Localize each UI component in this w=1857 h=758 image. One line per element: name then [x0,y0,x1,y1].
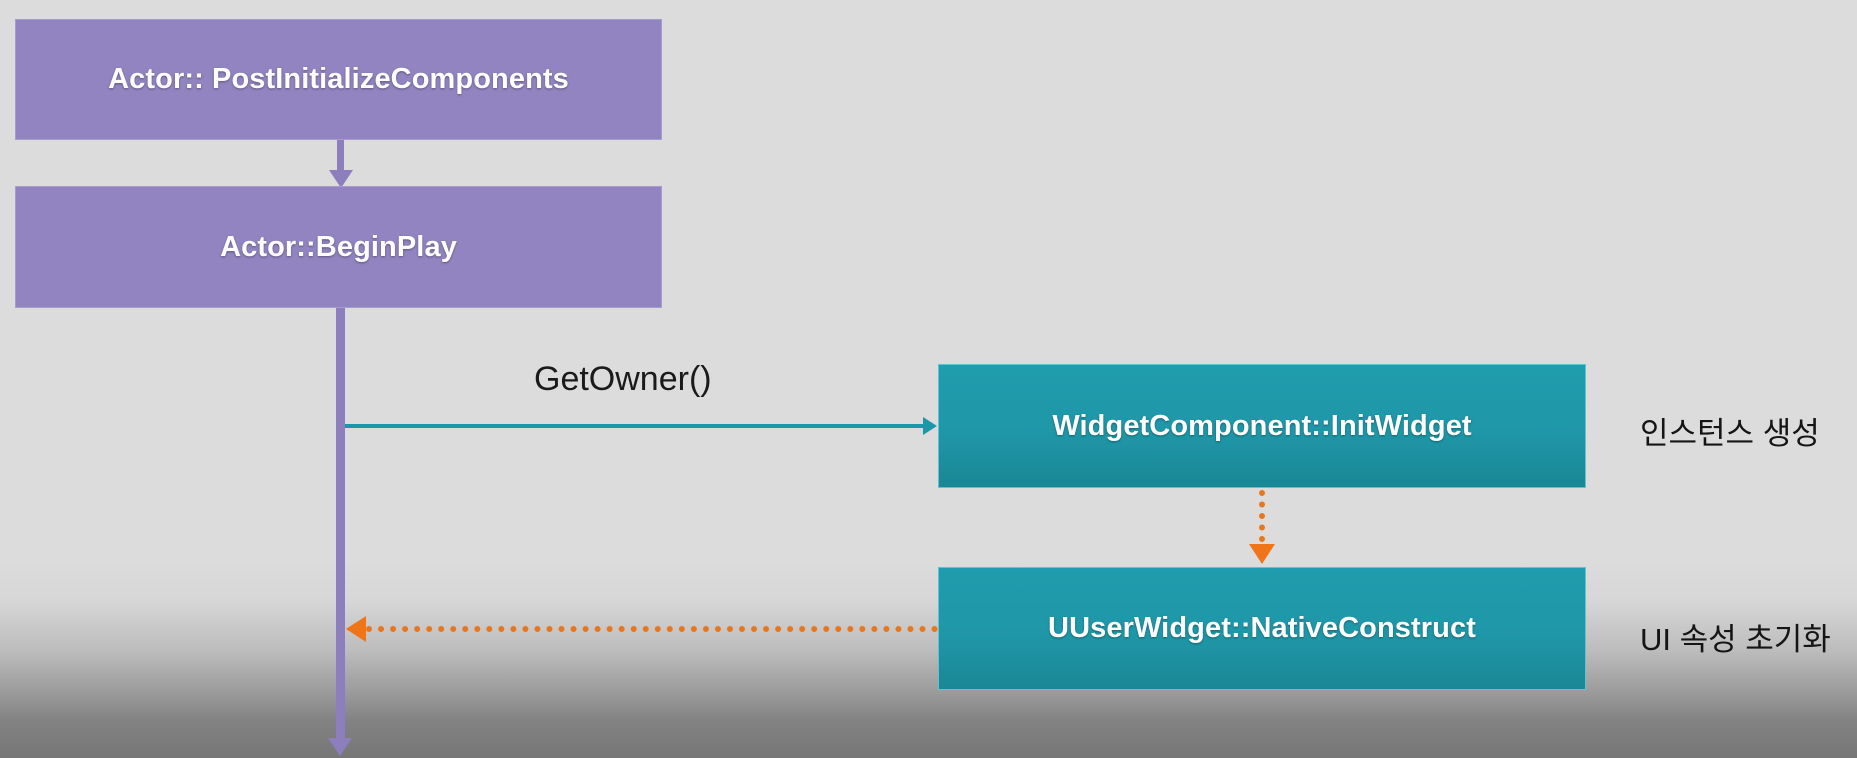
edge-native-construct-to-lifeline [366,626,938,632]
node-label: UUserWidget::NativeConstruct [1048,612,1476,644]
node-widget-component-init-widget[interactable]: WidgetComponent::InitWidget [938,364,1586,488]
edge-begin-play-to-init-widget-arrowhead [923,417,937,435]
note-ui-init: UI 속성 초기화 [1640,622,1831,657]
node-uuser-widget-native-construct[interactable]: UUserWidget::NativeConstruct [938,567,1586,690]
connector-post-init-to-begin-play-arrowhead [329,170,353,188]
note-instance-creation: 인스턴스 생성 [1640,416,1820,451]
edge-begin-play-to-init-widget [345,424,925,428]
edge-init-widget-to-native-construct [1259,490,1265,542]
edge-native-construct-to-lifeline-arrowhead [346,616,366,642]
node-actor-post-initialize-components[interactable]: Actor:: PostInitializeComponents [15,19,662,140]
edge-init-widget-to-native-construct-arrowhead [1249,544,1275,564]
edge-label-get-owner: GetOwner() [534,360,712,398]
connector-post-init-to-begin-play [337,140,344,175]
node-actor-begin-play[interactable]: Actor::BeginPlay [15,186,662,308]
node-label: Actor::BeginPlay [220,230,457,263]
node-label: WidgetComponent::InitWidget [1052,409,1472,442]
lifeline-begin-play-arrowhead [328,738,352,756]
node-label: Actor:: PostInitializeComponents [108,63,569,95]
lifeline-begin-play [336,308,345,745]
